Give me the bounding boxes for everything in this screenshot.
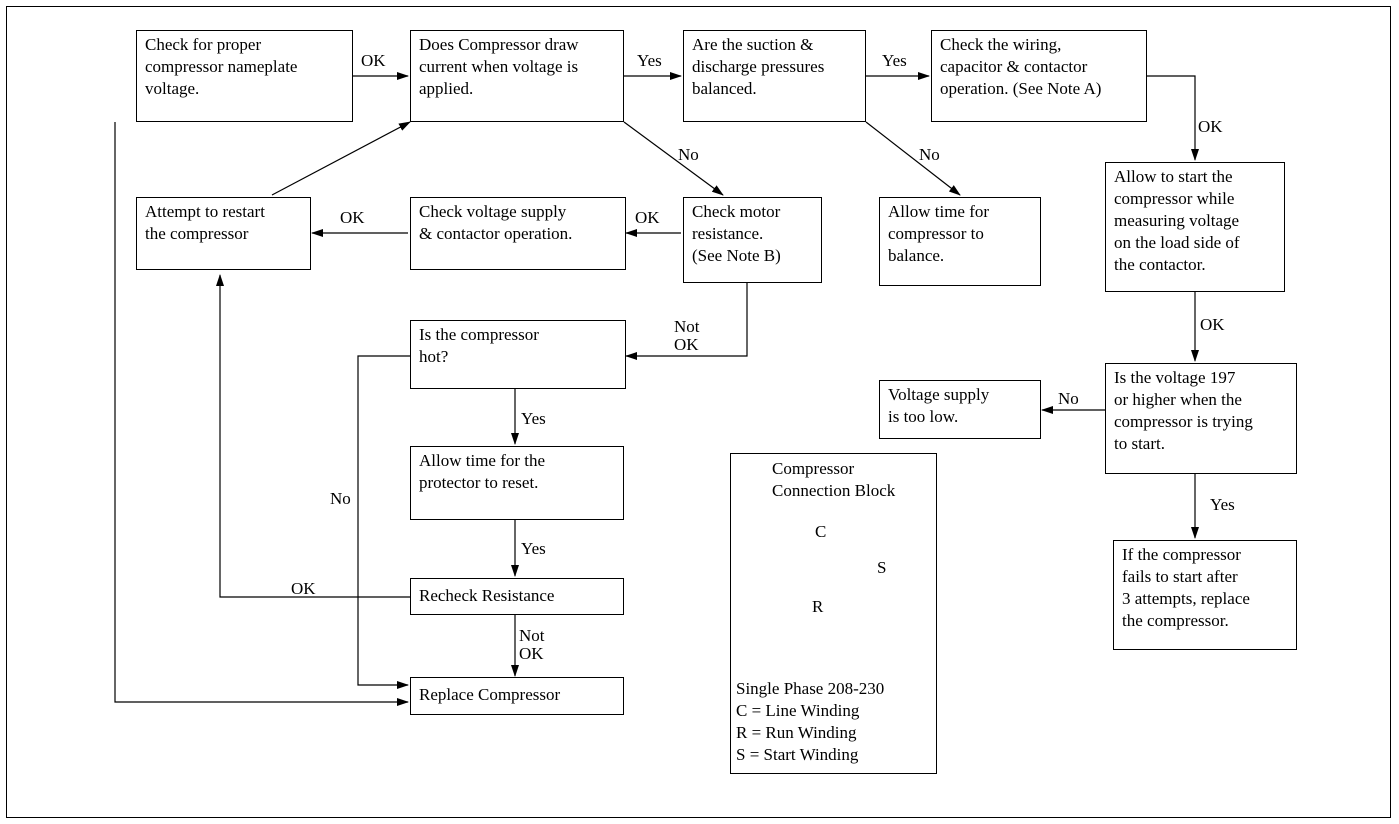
arrow-restart-to-draw bbox=[271, 121, 411, 196]
box-voltage-197-check: Is the voltage 197 or higher when the co… bbox=[1105, 363, 1297, 474]
label-ok-wiring: OK bbox=[1198, 117, 1223, 136]
arrow-recheck-ok-to-restart bbox=[216, 274, 410, 598]
arrow-wiring-to-allow-start bbox=[1147, 75, 1199, 161]
connection-block-title: Compressor Connection Block bbox=[772, 459, 896, 500]
box-is-compressor-hot: Is the compressor hot? bbox=[410, 320, 626, 389]
arrow-motor-notok-to-hot bbox=[625, 283, 748, 360]
terminal-r-label: R bbox=[812, 597, 824, 616]
box-recheck-resistance: Recheck Resistance bbox=[410, 578, 624, 615]
label-no-voltage: No bbox=[1058, 389, 1079, 408]
box-check-voltage-supply: Check voltage supply & contactor operati… bbox=[410, 197, 626, 270]
label-ok-recheck: OK bbox=[291, 579, 316, 598]
label-yes-hot: Yes bbox=[521, 409, 546, 428]
box-check-wiring: Check the wiring, capacitor & contactor … bbox=[931, 30, 1147, 122]
connection-block-legend: Single Phase 208-230 C = Line Winding R … bbox=[736, 679, 885, 764]
label-yes-draw: Yes bbox=[637, 51, 662, 70]
label-ok-motor: OK bbox=[635, 208, 660, 227]
diagram-frame bbox=[6, 6, 1391, 818]
box-voltage-too-low: Voltage supply is too low. bbox=[879, 380, 1041, 439]
label-yes-reset: Yes bbox=[521, 539, 546, 558]
arrow-check-to-replace bbox=[114, 122, 409, 706]
terminal-c-label: C bbox=[815, 522, 827, 541]
label-yes-pressures: Yes bbox=[882, 51, 907, 70]
label-no-balance: No bbox=[919, 145, 940, 164]
label-ok-allow-start: OK bbox=[1200, 315, 1225, 334]
label-notok-motor: Not OK bbox=[674, 317, 700, 354]
box-replace-compressor: Replace Compressor bbox=[410, 677, 624, 715]
arrow-pressures-no-to-balance bbox=[865, 121, 961, 196]
arrow-hot-no-to-replace bbox=[357, 355, 410, 689]
label-ok-nameplate: OK bbox=[361, 51, 386, 70]
box-allow-time-balance: Allow time for compressor to balance. bbox=[879, 197, 1041, 286]
label-yes-voltage: Yes bbox=[1210, 495, 1235, 514]
terminal-s-label: S bbox=[877, 558, 887, 577]
box-attempt-restart: Attempt to restart the compressor bbox=[136, 197, 311, 270]
box-protector-reset: Allow time for the protector to reset. bbox=[410, 446, 624, 520]
label-notok-recheck: Not OK bbox=[519, 626, 545, 663]
label-no-draw: No bbox=[678, 145, 699, 164]
label-no-hot: No bbox=[330, 489, 351, 508]
arrow-draw-no-to-motor bbox=[623, 121, 724, 196]
box-fails-to-start: If the compressor fails to start after 3… bbox=[1113, 540, 1297, 650]
box-pressures-balanced: Are the suction & discharge pressures ba… bbox=[683, 30, 866, 122]
box-check-nameplate-voltage: Check for proper compressor nameplate vo… bbox=[136, 30, 353, 122]
label-ok-restart: OK bbox=[340, 208, 365, 227]
connection-block-panel bbox=[730, 453, 937, 774]
box-compressor-draw-current: Does Compressor draw current when voltag… bbox=[410, 30, 624, 122]
box-check-motor-resistance: Check motor resistance. (See Note B) bbox=[683, 197, 822, 283]
box-allow-start-measure: Allow to start the compressor while meas… bbox=[1105, 162, 1285, 292]
